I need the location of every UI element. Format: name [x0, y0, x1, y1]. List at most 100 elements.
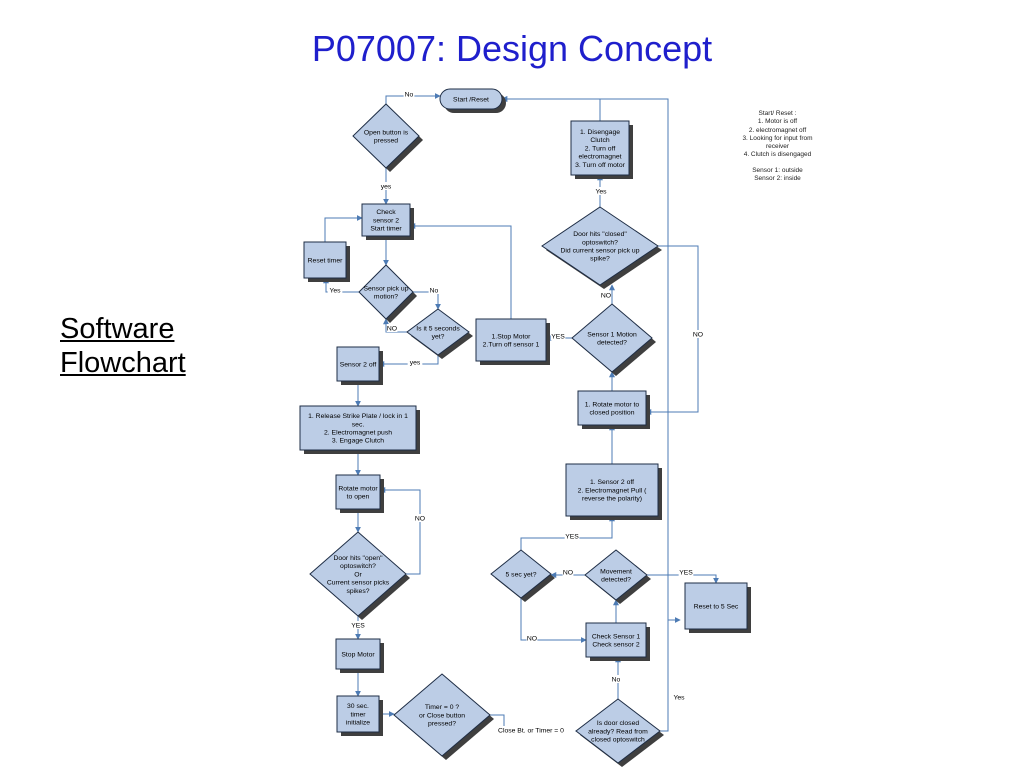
edge-label-bg — [350, 621, 366, 629]
node-text-line: spike? — [590, 256, 610, 263]
node-text-line: Check Sensor 1 — [592, 633, 641, 640]
notes-line: Start/ Reset : — [758, 110, 797, 117]
edge-sensor-motion-no-to-5s — [413, 291, 441, 310]
node-start: Start /Reset — [439, 88, 506, 113]
edge-label-bg — [386, 324, 398, 332]
edge-label-bg — [414, 514, 426, 522]
node-text-line: sec. — [352, 421, 365, 428]
node-shape — [575, 698, 661, 764]
node-release-strike: 1. Release Strike Plate / lock in 1sec.2… — [299, 405, 420, 454]
node-sensor2-off: Sensor 2 off — [336, 346, 383, 385]
software-flowchart-label: Software Flowchart — [60, 312, 186, 380]
edge-stop-motor-s1-to-check — [409, 223, 512, 319]
node-reset-5-sec: Reset to 5 Sec — [684, 582, 751, 633]
node-timer-zero: Timer = 0 ?or Close button pressed? — [393, 673, 494, 760]
edge-label-no-closed-hit: NO — [693, 331, 703, 338]
node-text-line: 2.Turn off sensor 1 — [483, 342, 540, 349]
node-shape — [352, 103, 420, 169]
node-text-line: Start /Reset — [453, 96, 489, 103]
node-shape — [336, 695, 380, 733]
node-shape — [571, 303, 653, 373]
node-shape — [335, 638, 381, 670]
edge-door-open-no-to-rotate — [379, 487, 421, 575]
node-shape — [406, 308, 470, 356]
node-text-line: or Close button — [419, 712, 465, 719]
node-text-line: Check — [376, 209, 396, 216]
node-shape — [393, 673, 491, 757]
node-text-line: to open — [347, 494, 370, 501]
notes-line: 4. Clutch is disengaged — [743, 151, 812, 159]
node-text-line: 1. Disengage — [580, 129, 620, 136]
edge-label-yes-movement: YES — [679, 569, 693, 576]
node-text-line: initialize — [346, 720, 370, 727]
node-text-line: optoswitch? — [582, 239, 618, 246]
node-shape — [584, 549, 648, 601]
edge-label-bg — [327, 286, 343, 294]
edge-disengage-to-start — [501, 96, 601, 121]
edge-label-bg — [692, 330, 704, 338]
side-label-line-2: Flowchart — [60, 347, 186, 379]
edge-label-yes-5s: yes — [410, 359, 421, 366]
node-shape — [336, 346, 380, 382]
node-text-line: Timer = 0 ? — [425, 704, 460, 711]
node-movement: Movement detected? — [584, 549, 651, 604]
node-text-line: Start timer — [370, 226, 402, 233]
node-text-line: 2. Electromagnet Pull ( — [578, 487, 647, 494]
node-door-closed-hit: Door hits "closed"optoswitch?Did current… — [541, 206, 662, 289]
node-text-line: Sensor pick up — [364, 285, 409, 292]
edge-5s-yes-to-sensor2-off — [378, 355, 439, 367]
edge-label-bg — [550, 332, 566, 340]
node-shape — [361, 203, 411, 237]
edge-label-yes-reset-timer: Yes — [329, 287, 341, 294]
notes-line: 3. Looking for input from — [742, 134, 813, 142]
node-text-line: 3. Turn off motor — [575, 162, 625, 169]
edge-label-bg — [610, 675, 622, 683]
node-shape — [570, 120, 630, 176]
node-shape — [439, 88, 503, 110]
sensor-note-line: Sensor 1: outside — [752, 166, 803, 174]
node-text-line: pressed — [374, 138, 398, 145]
node-shape — [565, 463, 659, 517]
edge-label-bg — [564, 532, 580, 540]
node-text-line: detected? — [597, 340, 627, 347]
node-text-line: Door hits "open" — [333, 555, 383, 562]
edge-label-no-check: No — [612, 676, 621, 683]
node-text-line: Is door closed — [597, 720, 640, 727]
edge-label-bg — [593, 187, 609, 195]
edge-label-bg — [678, 568, 694, 576]
node-sensor-motion: Sensor pick up motion? — [358, 264, 417, 323]
node-text-line: 5 sec yet? — [506, 571, 537, 578]
node-text-line: Movement — [600, 568, 632, 575]
node-text-line: Current sensor picks — [327, 580, 390, 587]
edge-label-bg — [562, 568, 574, 576]
node-text-line: electromagnet — [578, 154, 621, 161]
edge-label-bg — [526, 634, 538, 642]
node-reset-timer: Reset timer — [303, 241, 350, 282]
node-text-line: detected? — [601, 577, 631, 584]
edge-label-bg — [671, 693, 687, 701]
edge-label-no-five-sec: NO — [527, 635, 537, 642]
node-shape — [475, 318, 547, 362]
node-shape — [490, 549, 552, 599]
node-text-line: sensor 2 — [373, 217, 399, 224]
edge-movement-yes-to-reset — [647, 574, 719, 584]
node-text-line: already? Read from — [588, 728, 648, 735]
node-shape — [577, 390, 647, 426]
edge-label-bg — [428, 286, 440, 294]
node-text-line: closed position — [590, 410, 635, 417]
node-shape — [303, 241, 347, 279]
node-text-line: pressed? — [428, 721, 456, 728]
node-text-line: 30 sec. — [347, 703, 369, 710]
edge-label-no-to-start: No — [405, 91, 414, 98]
node-shape — [335, 474, 381, 510]
node-text-line: motion? — [374, 294, 398, 301]
node-shape — [299, 405, 417, 451]
node-text-line: 2. Turn off — [585, 145, 616, 152]
